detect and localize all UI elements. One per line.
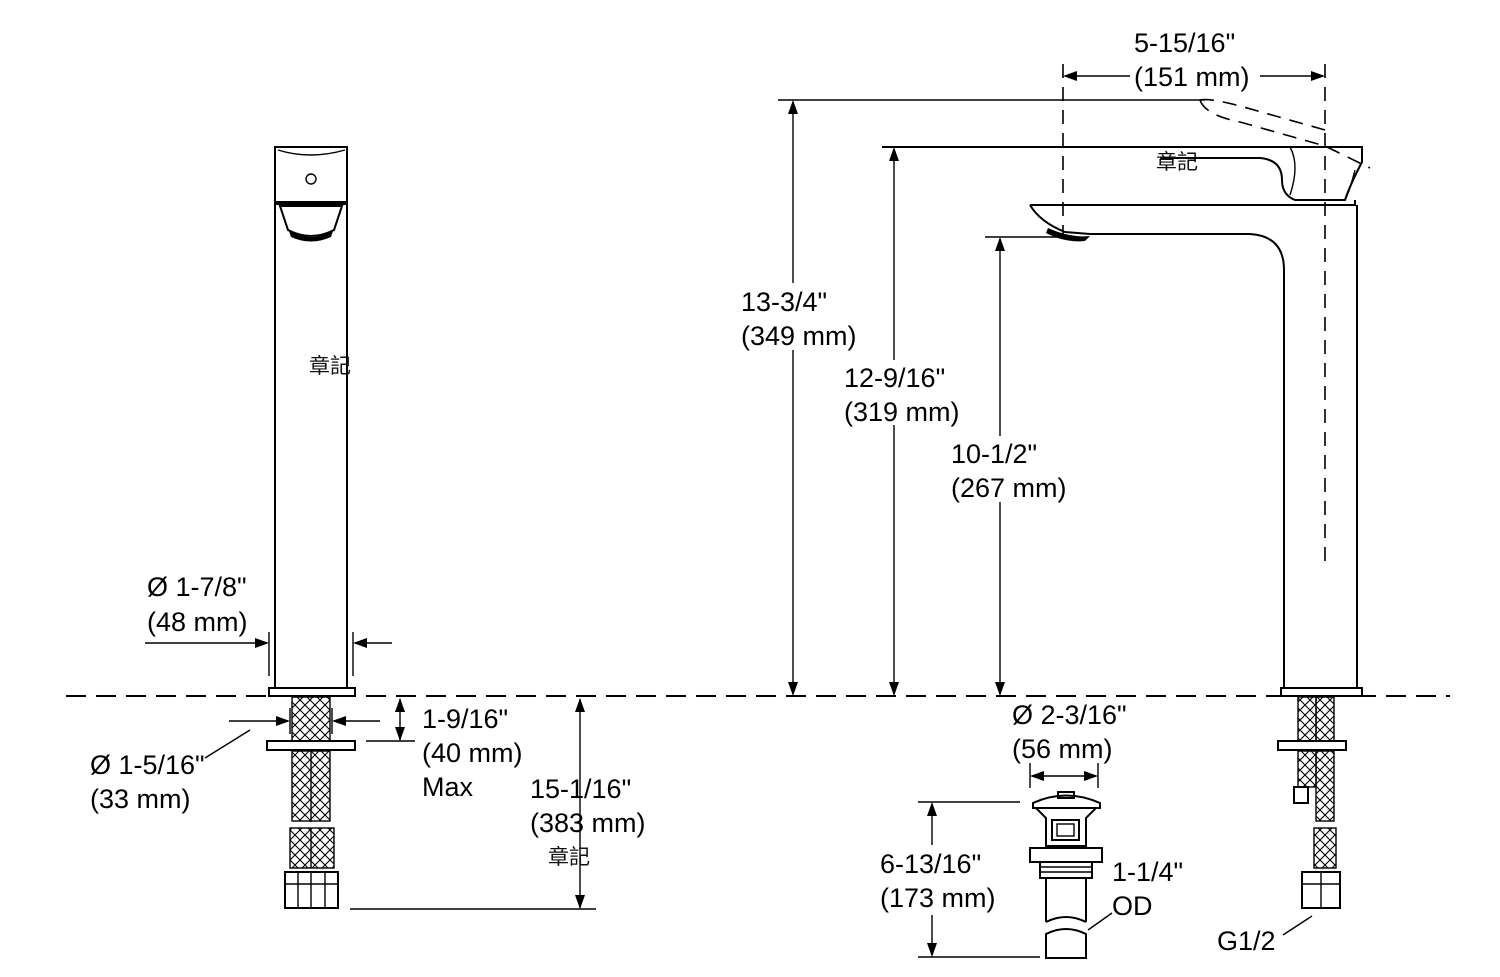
connection-thread-label: G1/2 bbox=[1217, 926, 1276, 956]
shank-diameter-dimension: Ø 1-5/16" (33 mm) bbox=[90, 708, 380, 814]
drain-length-dimension: 6-13/16" (173 mm) bbox=[880, 801, 1040, 958]
deck-thickness-mm: (40 mm) bbox=[422, 738, 523, 768]
drain-diameter-in: Ø 2-3/16" bbox=[1012, 700, 1127, 730]
outlet-height-in: 10-1/2" bbox=[951, 439, 1037, 469]
watermark-side: 章記 bbox=[1156, 150, 1198, 174]
supply-length-mm: (383 mm) bbox=[530, 808, 646, 838]
body-diameter-in: Ø 1-7/8" bbox=[147, 572, 247, 602]
watermark-bottom: 章記 bbox=[548, 845, 590, 869]
deck-thickness-note: Max bbox=[422, 772, 474, 802]
supply-length-in: 15-1/16" bbox=[530, 774, 631, 804]
drain-length-in: 6-13/16" bbox=[880, 849, 981, 879]
watermark-front: 章記 bbox=[309, 354, 351, 378]
overall-height-dimension: 13-3/4" (349 mm) bbox=[741, 99, 1205, 696]
side-view-faucet bbox=[882, 64, 1371, 909]
spout-reach-mm: (151 mm) bbox=[1134, 62, 1250, 92]
overall-height-mm: (349 mm) bbox=[741, 321, 857, 351]
spout-reach-dimension: 5-15/16" (151 mm) bbox=[1063, 28, 1325, 92]
tailpiece-od-in: 1-1/4" bbox=[1112, 857, 1183, 887]
connection-thread-callout: G1/2 bbox=[1217, 915, 1313, 956]
drain-diameter-dimension: Ø 2-3/16" (56 mm) bbox=[1012, 700, 1127, 788]
drain-length-mm: (173 mm) bbox=[880, 883, 996, 913]
shank-diameter-in: Ø 1-5/16" bbox=[90, 750, 205, 780]
supply-length-dimension: 15-1/16" (383 mm) bbox=[350, 698, 646, 910]
deck-thickness-in: 1-9/16" bbox=[422, 704, 508, 734]
spout-height-mm: (319 mm) bbox=[844, 397, 960, 427]
body-diameter-mm: (48 mm) bbox=[147, 607, 248, 637]
drain-diameter-mm: (56 mm) bbox=[1012, 734, 1113, 764]
outlet-height-mm: (267 mm) bbox=[951, 473, 1067, 503]
overall-height-in: 13-3/4" bbox=[741, 287, 827, 317]
spout-height-dimension: 12-9/16" (319 mm) bbox=[844, 147, 960, 696]
shank-diameter-mm: (33 mm) bbox=[90, 784, 191, 814]
pop-up-drain bbox=[1029, 791, 1103, 959]
spout-height-in: 12-9/16" bbox=[844, 363, 945, 393]
body-diameter-dimension: Ø 1-7/8" (48 mm) bbox=[145, 572, 392, 676]
tailpiece-od-dimension: 1-1/4" OD bbox=[1087, 857, 1183, 931]
tailpiece-od-note: OD bbox=[1112, 891, 1153, 921]
front-view-faucet bbox=[266, 146, 356, 909]
deck-thickness-dimension: 1-9/16" (40 mm) Max bbox=[366, 698, 523, 802]
outlet-height-dimension: 10-1/2" (267 mm) bbox=[951, 236, 1067, 696]
spout-reach-in: 5-15/16" bbox=[1134, 28, 1235, 58]
